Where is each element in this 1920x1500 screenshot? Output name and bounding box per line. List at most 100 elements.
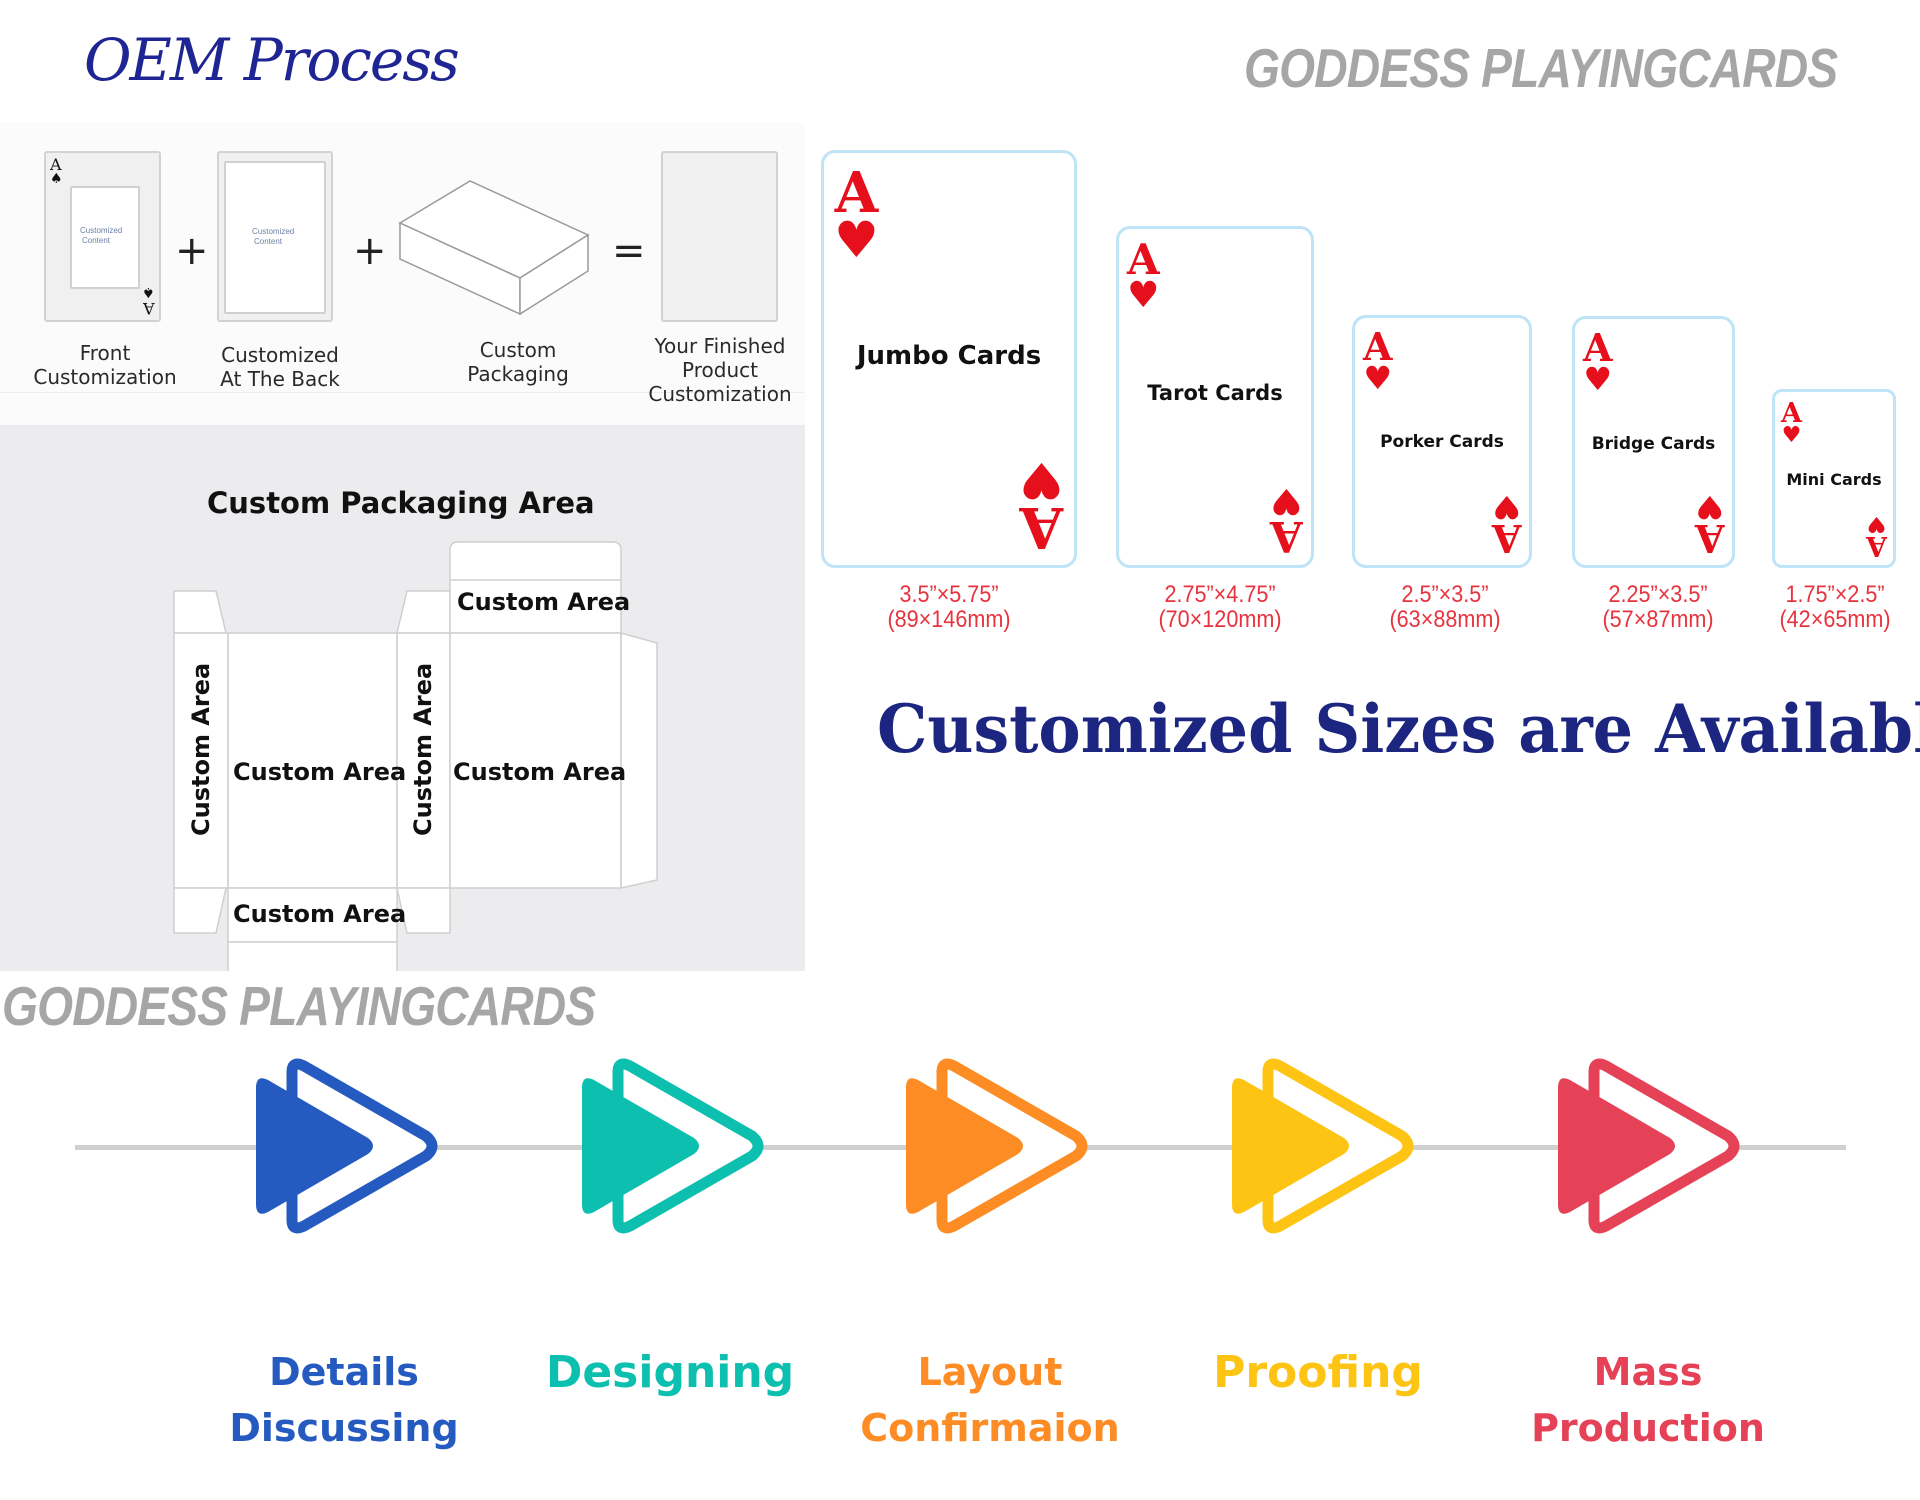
top-pip: A ♥ (1781, 400, 1802, 446)
process-step-label-line: Details (269, 1350, 419, 1394)
custom-sizes-banner: Customized Sizes are Available! (877, 690, 1920, 768)
process-step-label: Proofing (1158, 1346, 1478, 1400)
top-pip: A ♥ (1127, 239, 1160, 316)
brand-name-header: GODDESS PLAYINGCARDS (1244, 37, 1838, 99)
plus-icon: + (353, 228, 387, 274)
size-inches: 3.5”×5.75” (899, 581, 999, 608)
rank-label: A (1363, 324, 1393, 369)
custom-area-bottom: Custom Area (233, 900, 407, 928)
card-mini: A ♥ Mini Cards A ♥ (1772, 389, 1896, 568)
custom-area-top-tuck: Custom Area (457, 588, 631, 616)
card-name: Jumbo Cards (856, 341, 1042, 371)
rank-label: A (1127, 235, 1160, 284)
process-step-label-line: Designing (545, 1347, 795, 1398)
arrow-fill (256, 1078, 373, 1214)
ace-rank: A (50, 155, 62, 174)
label-line: Custom (479, 338, 557, 362)
size-inches: 2.5”×3.5” (1401, 581, 1489, 608)
double-play-arrow-icon (906, 1058, 1088, 1234)
double-play-arrow-icon (582, 1058, 764, 1234)
heart-icon: ♥ (1127, 274, 1160, 316)
label-line: Customization (33, 365, 177, 389)
card-tarot: A ♥ Tarot Cards A ♥ (1116, 226, 1314, 568)
label-line: At The Back (220, 367, 340, 391)
heart-icon: ♥ (834, 210, 879, 269)
content-text-2: Content (254, 237, 283, 246)
content-text-1: Customized (80, 226, 123, 235)
heart-icon: ♥ (1583, 360, 1613, 398)
size-mm: (70×120mm) (1158, 606, 1282, 633)
bottom-pip: A ♥ (1019, 451, 1064, 560)
card-poker: A ♥ Porker Cards A ♥ (1352, 315, 1532, 568)
process-step-label-line: Production (1531, 1406, 1765, 1450)
process-step-label-line: Mass (1593, 1350, 1703, 1394)
packaging-box-icon (398, 180, 590, 316)
back-card-illustration: Customized Content (217, 151, 333, 322)
bottom-pip: A ♥ (1491, 488, 1521, 561)
custom-area-front: Custom Area (233, 758, 407, 786)
size-label-mini: 1.75”×2.5” (42×65mm) (1745, 582, 1920, 632)
step-label-front: Front Customization (20, 341, 190, 389)
ace-rank: A (143, 299, 155, 318)
size-label-tarot: 2.75”×4.75” (70×120mm) (1121, 582, 1319, 632)
process-step-label-line: Layout (917, 1350, 1063, 1394)
front-card-illustration: A ♠ Customized Content ♠ A (44, 151, 161, 322)
double-play-arrow-icon (1558, 1058, 1740, 1234)
equals-icon: = (612, 228, 646, 274)
back-content-area: Customized Content (224, 161, 326, 314)
process-step-label-line: Discussing (229, 1406, 459, 1450)
double-play-arrow-icon (256, 1058, 438, 1234)
oem-steps-panel: A ♠ Customized Content ♠ A + Customized … (0, 123, 805, 425)
divider (0, 392, 805, 393)
top-pip: A ♥ (834, 165, 879, 265)
spade-icon: ♠ (142, 284, 155, 300)
heart-icon: ♥ (1019, 451, 1064, 510)
arrow-fill (1232, 1078, 1349, 1214)
heart-icon: ♥ (1270, 480, 1303, 522)
top-pip: A ♥ (1583, 329, 1613, 398)
packaging-dieline (173, 541, 658, 971)
top-pip: A ♥ (1363, 328, 1393, 397)
rank-label: A (834, 160, 879, 226)
size-mm: (89×146mm) (887, 606, 1011, 633)
size-inches: 1.75”×2.5” (1785, 581, 1885, 608)
spade-icon: ♠ (50, 171, 63, 187)
rank-label: A (1781, 398, 1802, 429)
step-label-back: Customized At The Back (195, 343, 365, 391)
label-line: Front (79, 341, 131, 365)
bottom-pip: A ♥ (1866, 511, 1887, 561)
process-step-label-line: Proofing (1213, 1347, 1423, 1398)
label-line: Your Finished (654, 334, 786, 358)
custom-area-side-right: Custom Area (409, 662, 437, 836)
step-label-finished: Your Finished Product Customization (635, 334, 805, 406)
heart-icon: ♥ (1866, 511, 1887, 537)
arrow-fill (906, 1078, 1023, 1214)
size-inches: 2.75”×4.75” (1164, 581, 1276, 608)
card-name: Porker Cards (1380, 432, 1504, 452)
heart-icon: ♥ (1363, 359, 1393, 397)
label-line: Product (682, 358, 758, 382)
front-content-area: Customized Content (70, 186, 140, 289)
label-line: Customization (648, 382, 792, 406)
heart-icon: ♥ (1491, 488, 1521, 526)
brand-name-watermark: GODDESS PLAYINGCARDS (2, 975, 596, 1037)
bottom-pip: A ♥ (1694, 488, 1724, 561)
card-name: Bridge Cards (1591, 434, 1716, 454)
step-label-packaging: Custom Packaging (433, 338, 603, 386)
size-label-bridge: 2.25”×3.5” (57×87mm) (1564, 582, 1753, 632)
card-jumbo: A ♥ Jumbo Cards A ♥ (821, 150, 1077, 568)
plus-icon: + (175, 228, 209, 274)
label-line: Packaging (467, 362, 569, 386)
size-label-jumbo: 3.5”×5.75” (89×146mm) (850, 582, 1048, 632)
page-title: OEM Process (84, 26, 460, 94)
heart-icon: ♥ (1694, 488, 1724, 526)
size-mm: (63×88mm) (1389, 606, 1501, 633)
double-play-arrow-icon (1232, 1058, 1414, 1234)
arrow-fill (1558, 1078, 1675, 1214)
bottom-pip: A ♥ (1270, 480, 1303, 561)
size-mm: (42×65mm) (1779, 606, 1891, 633)
process-step-label: Designing (510, 1346, 830, 1400)
packaging-title: Custom Packaging Area (207, 486, 595, 520)
heart-icon: ♥ (1781, 422, 1802, 448)
